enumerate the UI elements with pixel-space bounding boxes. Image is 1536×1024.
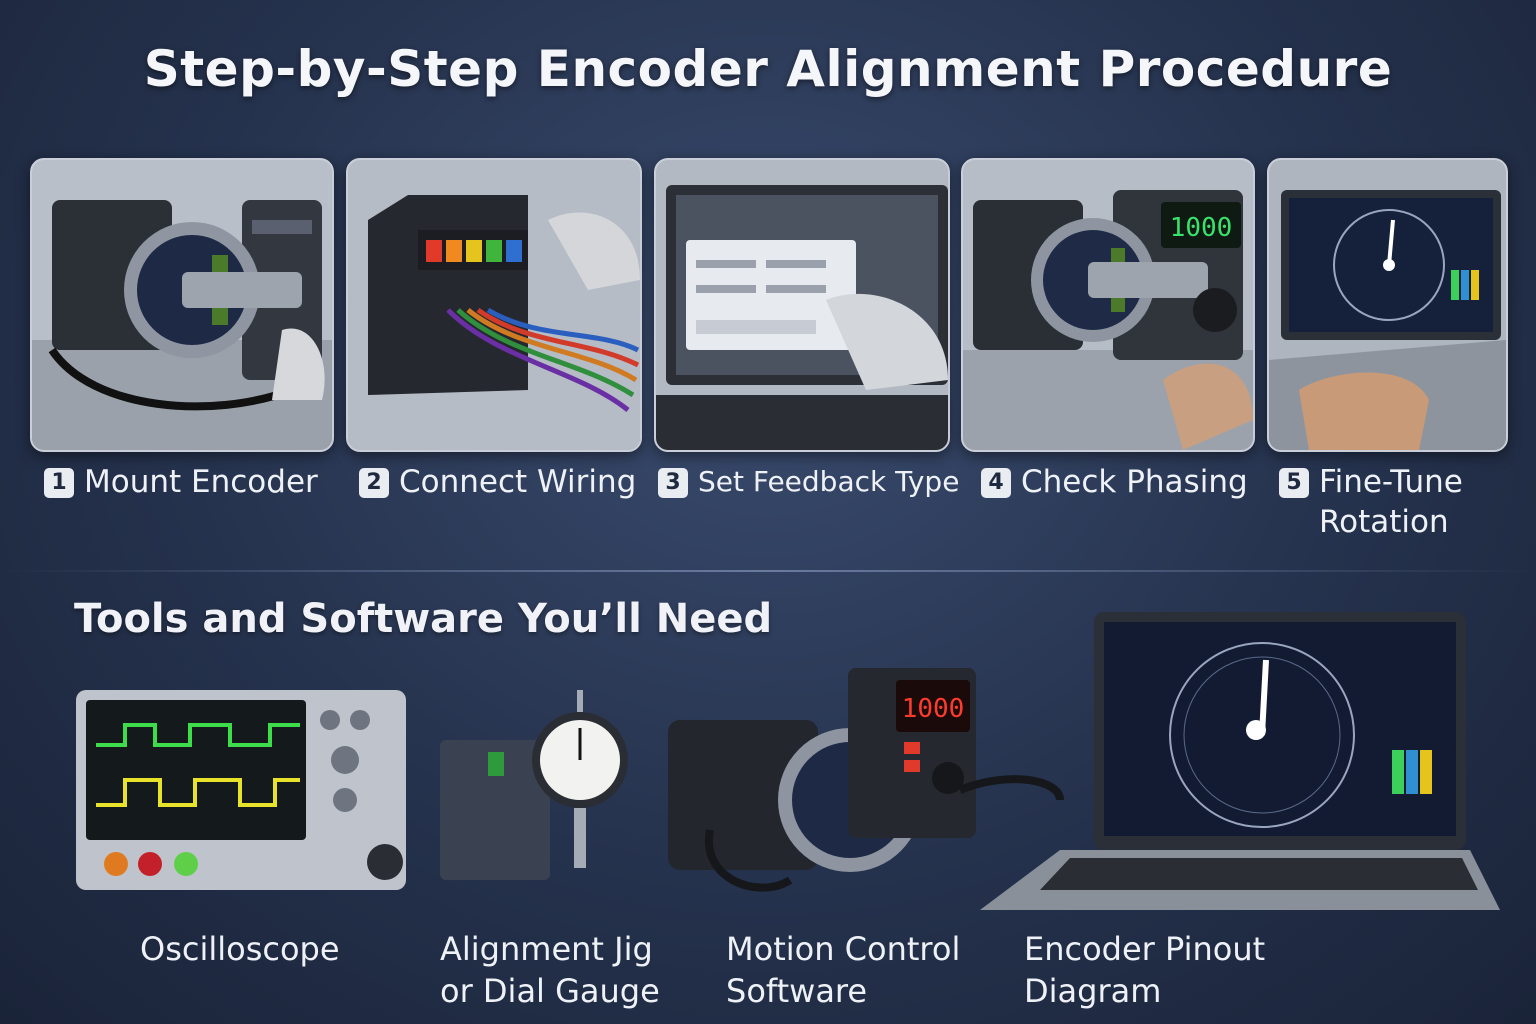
tool-label-oscilloscope: Oscilloscope [140,930,340,968]
servo-motor-illustration: 1000 [668,668,1064,892]
step-1-label: Mount Encoder [84,464,318,500]
step-4-number: 4 [981,468,1011,498]
drive-readout: 1000 [902,694,965,724]
step-1-image [30,158,334,452]
step-5-number: 5 [1279,468,1309,498]
step-2-image [346,158,642,452]
step-4-readout: 1000 [1170,213,1233,243]
step-1-number: 1 [44,468,74,498]
step-5-label: Fine-Tune Rotation [1319,464,1463,540]
oscilloscope-illustration [76,690,406,890]
step-1-caption: 1 Mount Encoder [44,462,318,502]
tools-illustration: 1000 [76,612,1500,910]
step-4-caption: 4 Check Phasing [981,462,1248,502]
step-5-caption: 5 Fine-Tune Rotation [1279,462,1463,542]
section-divider [0,570,1536,572]
tool-label-encoder-pinout: Encoder Pinout Diagram [1024,930,1266,1010]
tools-section-title: Tools and Software You’ll Need [74,596,773,642]
dial-gauge-illustration [440,690,628,880]
step-3-caption: 3 Set Feedback Type [658,462,959,502]
step-3-number: 3 [658,468,688,498]
step-3-label: Set Feedback Type [698,465,960,498]
step-4-label: Check Phasing [1021,464,1248,500]
step-4-image: 1000 [961,158,1255,452]
step-2-caption: 2 Connect Wiring [359,462,636,502]
page-title: Step-by-Step Encoder Alignment Procedure [143,40,1393,98]
tool-label-alignment-jig: Alignment Jig or Dial Gauge [440,930,660,1010]
tool-label-motion-control-software: Motion Control Software [726,930,961,1010]
laptop-illustration [980,612,1500,910]
step-3-image [654,158,950,452]
step-2-label: Connect Wiring [399,464,637,500]
step-2-number: 2 [359,468,389,498]
step-5-image [1267,158,1508,452]
